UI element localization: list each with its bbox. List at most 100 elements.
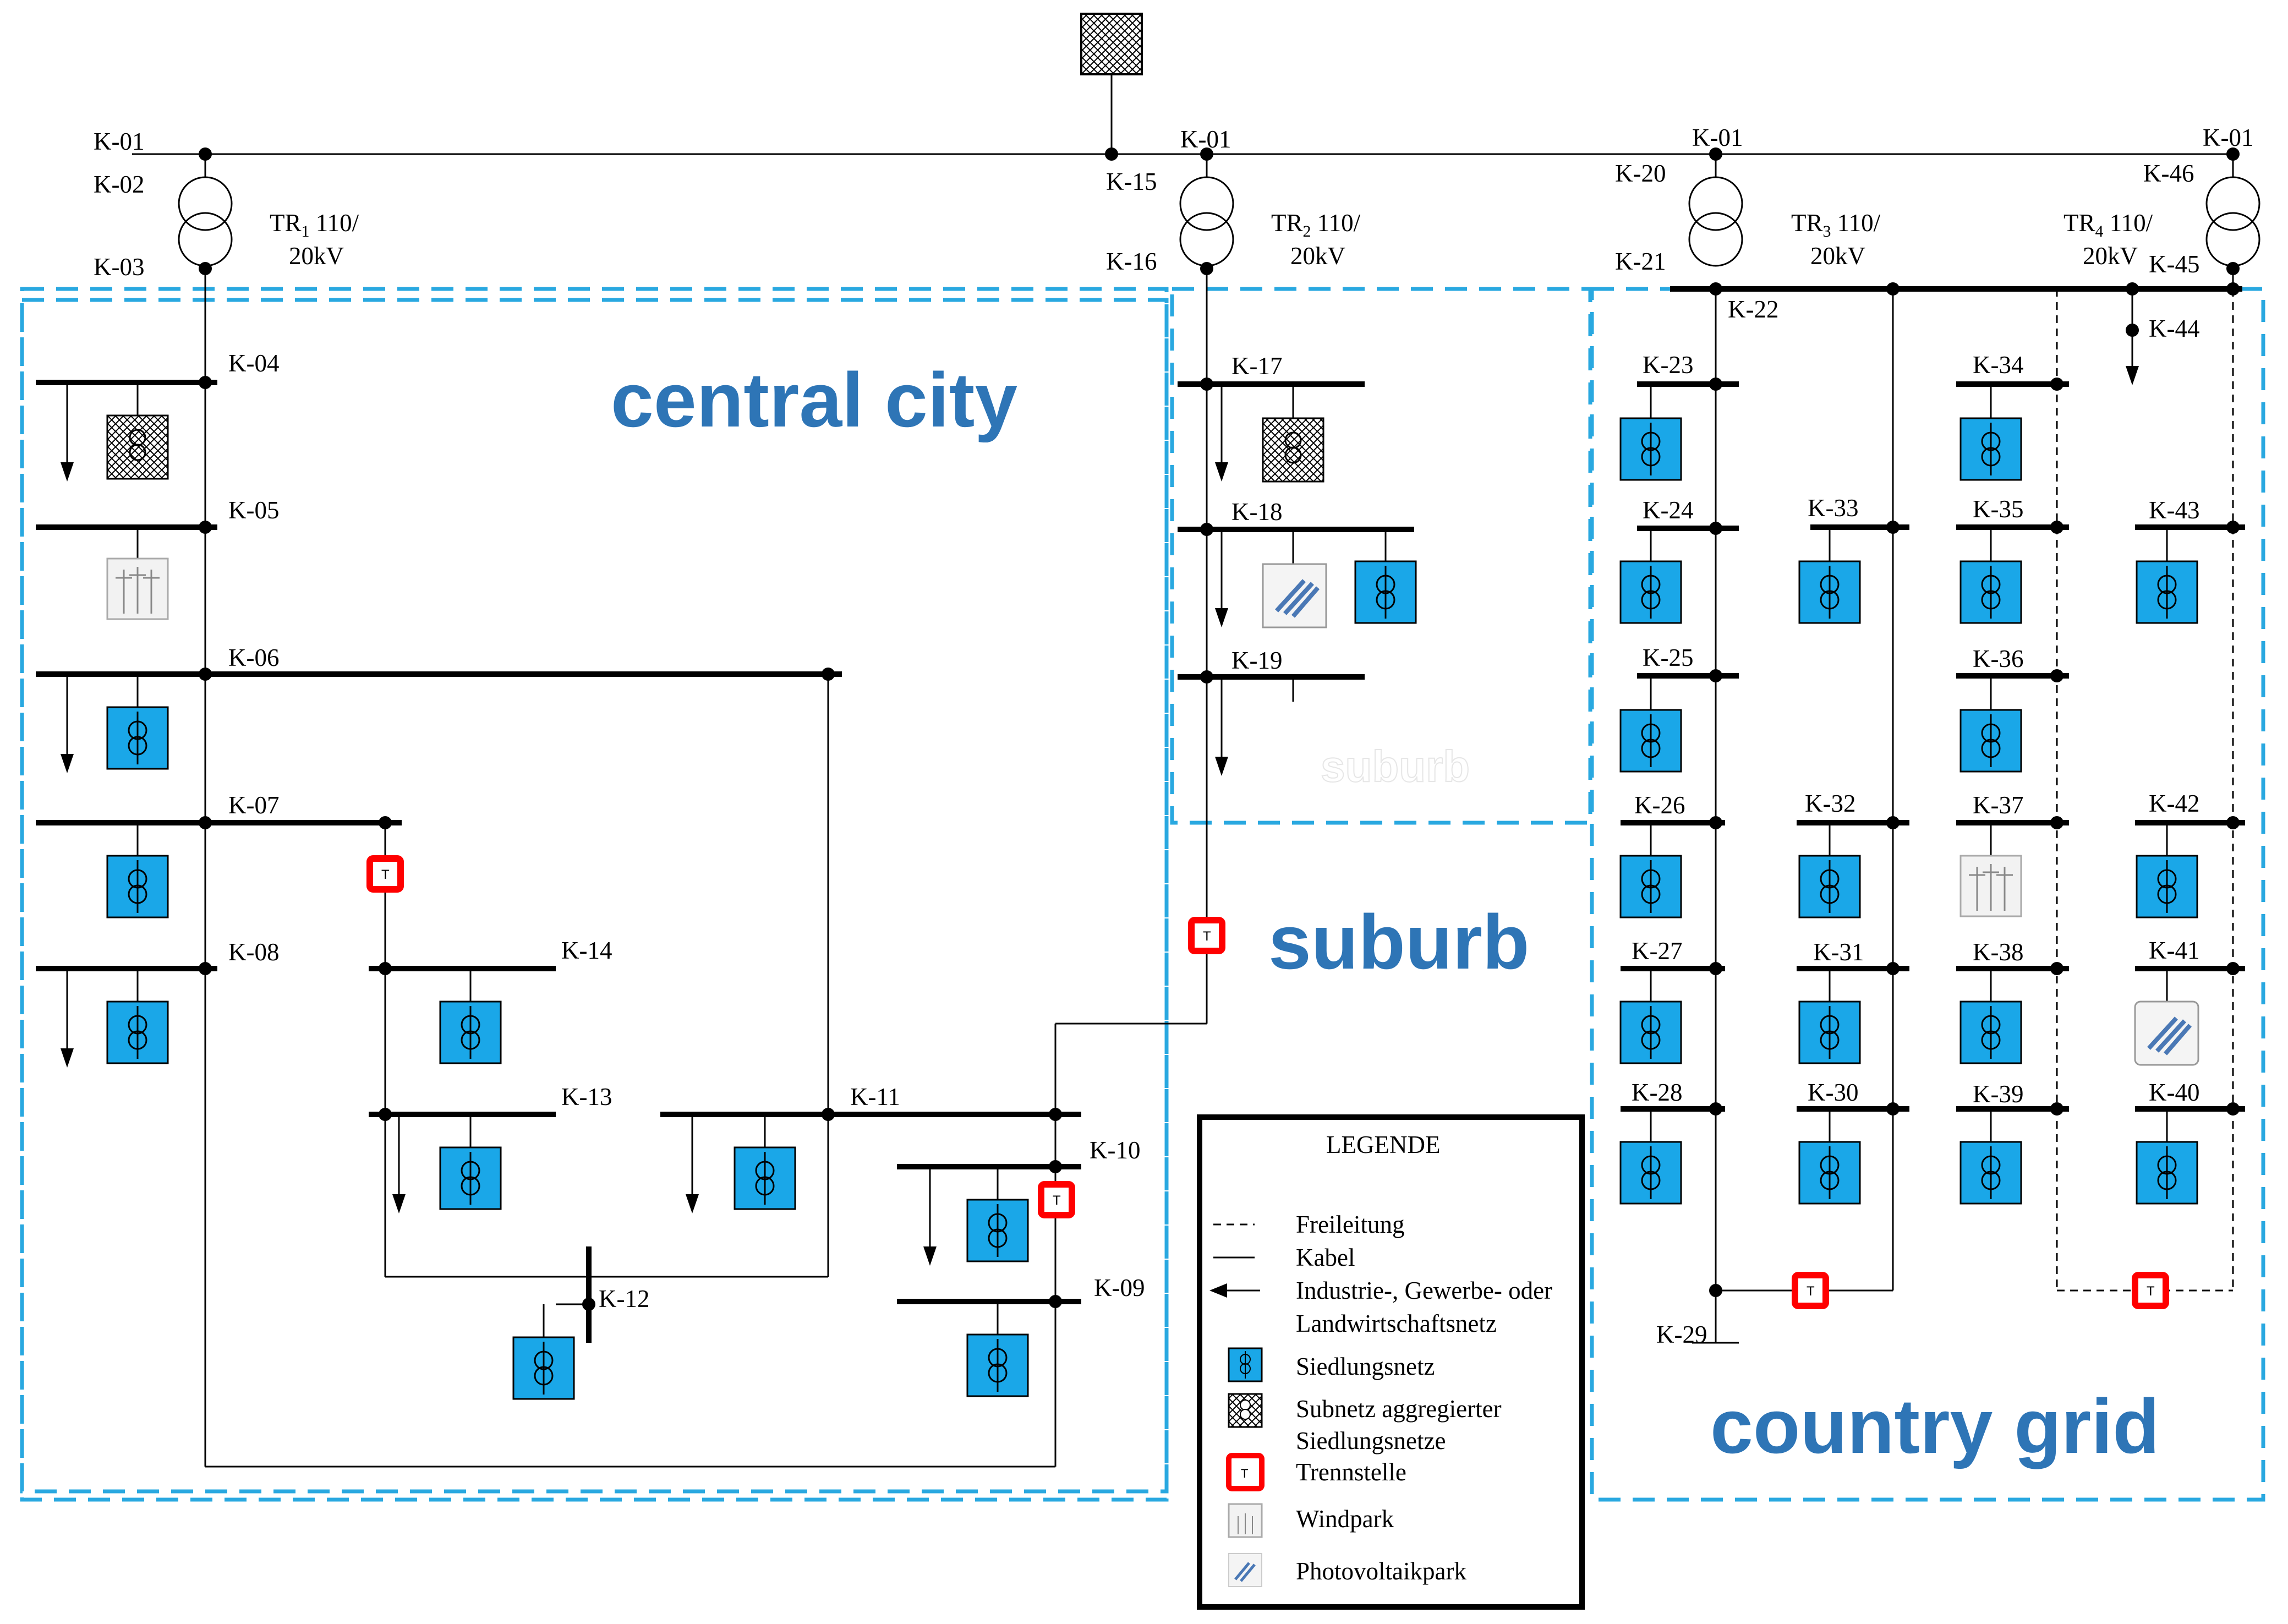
settlement-transformer-icon	[1619, 969, 1682, 1064]
node-label: K-39	[1973, 1080, 2023, 1108]
legend: LEGENDE Freileitung Kabel Industrie-, Ge…	[1197, 1114, 1585, 1610]
node-label: K-19	[1231, 647, 1282, 674]
node-label: K-37	[1973, 791, 2023, 819]
settlement-transformer-icon	[106, 674, 169, 770]
separation-point-icon: T	[1226, 1453, 1265, 1491]
svg-text:20kV: 20kV	[1290, 242, 1345, 270]
node-label: K-01	[94, 128, 144, 155]
photovoltaic-park-icon	[1262, 529, 1327, 628]
settlement-transformer-icon	[1619, 1109, 1682, 1205]
legend-label: Photovoltaikpark	[1296, 1557, 1466, 1585]
node-label: K-09	[1094, 1274, 1145, 1302]
node-label: K-06	[228, 644, 279, 671]
node-label: K-16	[1106, 248, 1157, 275]
svg-text:TR1 110/: TR1 110/	[270, 209, 359, 240]
central-city-network	[36, 269, 1208, 1468]
node-label: K-27	[1632, 937, 1682, 965]
suburb-ghost-title: suburb	[1321, 742, 1470, 791]
country-grid-network	[1621, 269, 2245, 1344]
transformer-tr4-icon	[2205, 154, 2260, 267]
aggregated-subnet-icon	[106, 384, 169, 480]
settlement-transformer-icon	[1798, 969, 1861, 1064]
transformer-tr3-icon	[1688, 154, 1743, 267]
node-label: K-15	[1106, 168, 1157, 195]
legend-label: Siedlungsnetz	[1296, 1353, 1435, 1380]
node-label: K-26	[1634, 791, 1685, 819]
suburb-title: suburb	[1268, 899, 1529, 985]
central-city-title: central city	[611, 357, 1017, 443]
transformer-tr1-icon	[178, 154, 233, 270]
node-labels: K-01 K-02 K-03 K-01 K-15 K-16 K-01 K-20 …	[94, 124, 2253, 1348]
settlement-transformer-icon	[966, 1302, 1029, 1397]
legend-label: Industrie-, Gewerbe- oder	[1296, 1277, 1552, 1304]
node-label: K-25	[1643, 644, 1693, 671]
node-label: K-20	[1615, 160, 1666, 187]
node-label: K-23	[1643, 351, 1693, 379]
node-label: K-14	[561, 937, 612, 964]
svg-text:20kV: 20kV	[2083, 242, 2138, 270]
settlement-transformer-icon	[1798, 527, 1861, 624]
aggregated-subnet-icon	[1262, 384, 1324, 483]
region-borders	[20, 287, 2265, 1502]
separation-point-icon: T	[366, 855, 404, 893]
node-label: K-32	[1805, 790, 1855, 817]
node-label: K-29	[1656, 1321, 1707, 1348]
node-label: K-24	[1643, 496, 1693, 524]
node-label: K-45	[2149, 250, 2199, 278]
node-label: K-17	[1231, 352, 1282, 380]
node-label: K-35	[1973, 495, 2023, 523]
wind-park-icon	[1228, 1503, 1263, 1538]
transformer-labels: TR1 110/ 20kV TR2 110/ 20kV TR3 110/ 20k…	[270, 209, 2153, 270]
suburb-network	[1178, 378, 1414, 776]
node-label: K-01	[1692, 124, 1743, 151]
separation-point-icon: T	[1792, 1272, 1829, 1309]
photovoltaic-park-icon	[1228, 1553, 1262, 1587]
node-label: K-43	[2149, 496, 2199, 524]
separation-point-icon: T	[1038, 1181, 1075, 1218]
legend-label: Subnetz aggregierter	[1296, 1395, 1502, 1423]
settlement-transformer-icon	[1619, 384, 1682, 481]
node-label: K-13	[561, 1083, 612, 1111]
hv-busbar	[132, 74, 2233, 155]
country-grid-border	[1590, 287, 2265, 1502]
settlement-transformer-icon	[2136, 527, 2198, 624]
aggregated-subnet-icon	[1080, 13, 1143, 75]
arrow-left-icon	[1209, 1283, 1260, 1298]
settlement-transformer-icon	[1619, 528, 1682, 624]
svg-text:20kV: 20kV	[1810, 242, 1865, 270]
node-label: K-11	[850, 1083, 900, 1111]
settlement-transformer-icon	[734, 1114, 796, 1210]
node-label: K-40	[2149, 1079, 2199, 1106]
settlement-transformer-icon	[512, 1304, 575, 1400]
separation-point-letter: T	[1053, 1193, 1061, 1208]
wind-park-icon	[1959, 823, 2022, 917]
settlement-transformer-icon	[966, 1167, 1029, 1262]
node-label: K-07	[228, 791, 279, 819]
node-label: K-18	[1231, 498, 1282, 526]
settlement-transformer-icon	[1959, 1109, 2022, 1205]
settlement-transformer-icon	[1798, 1109, 1861, 1205]
legend-label: Freileitung	[1296, 1211, 1404, 1238]
node-label: K-04	[228, 349, 279, 377]
node-label: K-33	[1808, 494, 1858, 522]
node-label: K-28	[1632, 1079, 1682, 1106]
svg-text:TR2 110/: TR2 110/	[1271, 209, 1361, 240]
legend-label: Kabel	[1296, 1244, 1355, 1271]
settlement-transformer-icon	[1619, 823, 1682, 918]
separation-point-icon: T	[1188, 917, 1225, 954]
legend-label: Windpark	[1296, 1505, 1394, 1533]
separation-point-letter: T	[1807, 1284, 1815, 1299]
hv-node-dots	[199, 147, 2240, 296]
node-label: K-02	[94, 171, 144, 198]
node-label: K-34	[1973, 351, 2023, 379]
separation-point-letter: T	[381, 867, 390, 882]
settlement-transformer-icon	[106, 969, 169, 1064]
aggregated-subnet-icon	[1228, 1393, 1263, 1428]
svg-text:TR4 110/: TR4 110/	[2063, 209, 2153, 240]
node-label: K-21	[1615, 248, 1666, 275]
settlement-transformer-icon	[1354, 529, 1417, 624]
separation-point-letter: T	[1203, 929, 1211, 944]
node-label: K-03	[94, 253, 144, 281]
node-label: K-30	[1808, 1079, 1858, 1106]
